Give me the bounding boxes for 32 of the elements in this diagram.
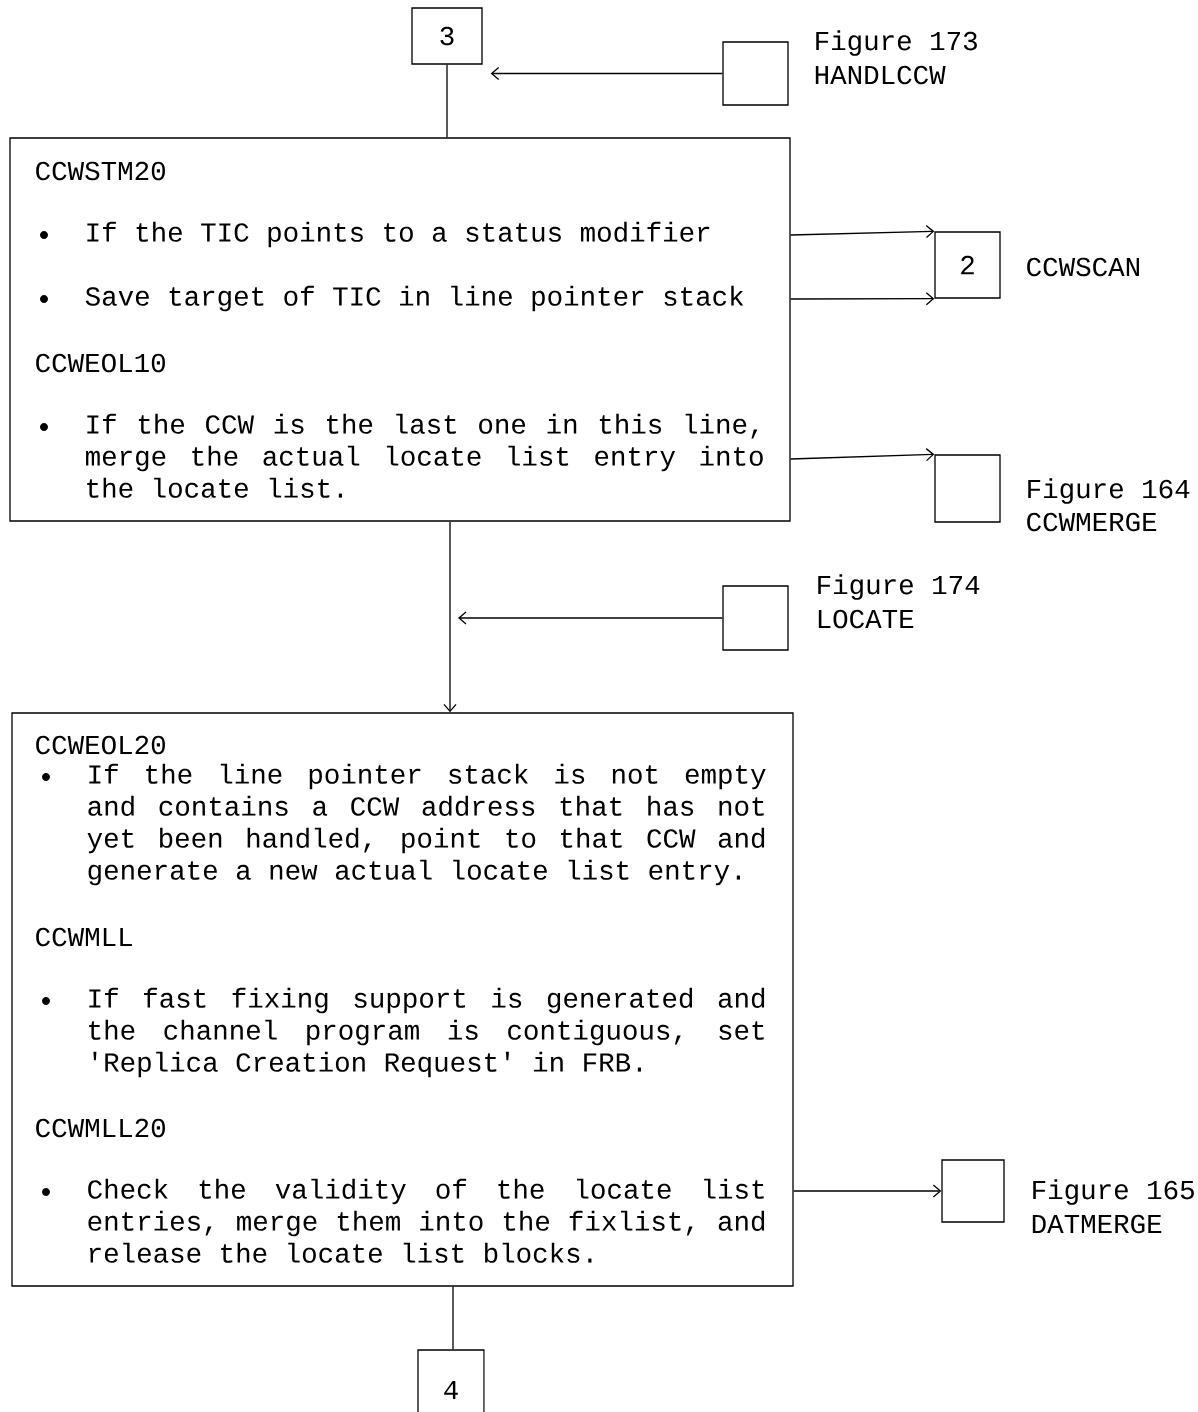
arrow	[490, 66, 723, 81]
bullet-text: Save target of TIC in line pointer stack	[85, 285, 744, 312]
figure-reference: Figure 164	[1028, 478, 1190, 504]
figure-reference: CCWMERGE	[1027, 512, 1157, 532]
figure-reference: LOCATE	[818, 609, 914, 629]
routine-name: CCWEOL20	[36, 735, 165, 755]
connector-box: 4	[417, 1349, 485, 1412]
connector-box: 2	[934, 231, 1001, 299]
arrow	[790, 447, 935, 462]
figure-reference: Figure 174	[818, 574, 980, 600]
figure-reference: CCWSCAN	[1027, 257, 1139, 277]
connector-box: 3	[411, 7, 483, 65]
arrow	[790, 292, 935, 306]
routine-name: CCWMLL	[36, 927, 132, 947]
routine-name: CCWSTM20	[36, 161, 165, 181]
routine-name: CCWMLL20	[36, 1118, 165, 1138]
bullet-text: If the CCW is the last one in this line, merge the actual locate list entry into the locate list.	[86, 413, 763, 498]
figure-reference: DATMERGE	[1032, 1214, 1162, 1234]
bullet-text: Check the validity of the locate list entries, merge them into the fixlist, and release the locate list blocks.	[88, 1178, 765, 1263]
arrow	[790, 224, 935, 239]
bullet-text: If fast fixing support is generated and the channel program is contiguous, set 'Replica Creation Request' in FRB.	[89, 987, 765, 1078]
figure-reference: Figure 165	[1033, 1179, 1194, 1205]
connector-line	[446, 64, 448, 138]
arrow	[458, 611, 723, 625]
arrow	[793, 1184, 942, 1198]
bullet-text: If the TIC points to a status modifier	[87, 221, 710, 248]
figure-reference: HANDLCCW	[815, 65, 946, 85]
connector-line	[452, 1286, 454, 1350]
bullet-text: If the line pointer stack is not empty and contains a CCW address that has not yet been handled, point to that CCW and generate a new actual locate list entry.	[87, 763, 766, 886]
routine-name: CCWEOL10	[36, 353, 165, 373]
arrow	[443, 521, 457, 713]
figure-reference: Figure 173	[816, 30, 977, 56]
